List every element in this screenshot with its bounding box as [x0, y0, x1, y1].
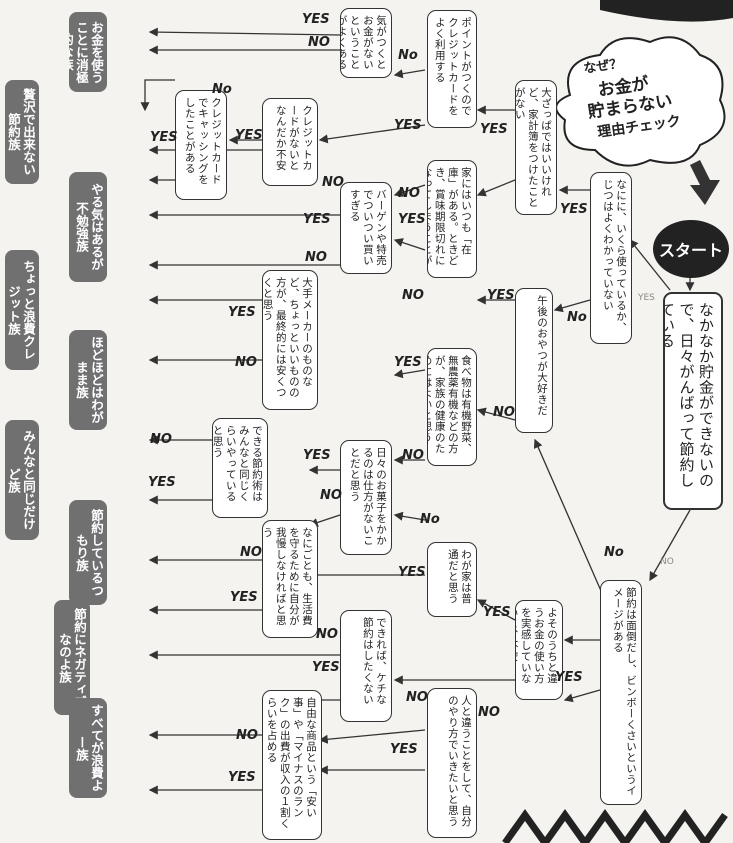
- result-card-6: みんなと同じだけど族: [5, 420, 39, 540]
- label-yes: YES: [148, 475, 176, 490]
- result-card-1: お金を使うことに消極的な族: [69, 12, 107, 92]
- label-yes: YES: [483, 605, 511, 620]
- label-yes: YES: [398, 565, 426, 580]
- label-no: No: [212, 82, 232, 97]
- question-fridge: 家にはいつも「在庫」がある。ときどき、賞味期限切れになってしまうことがある: [427, 160, 477, 278]
- label-yes: YES: [228, 770, 256, 785]
- question-compare: よそのうちと違うお金の使い方を実感していないと、不安: [515, 600, 563, 700]
- label-yes: YES: [480, 122, 508, 137]
- label-yes: YES: [303, 212, 331, 227]
- label-no: No: [604, 545, 624, 560]
- label-yes: YES: [560, 202, 588, 217]
- question-ok: わが家は普通だと思う: [427, 542, 477, 617]
- result-card-8: 節約にネガティブなのよ族: [54, 600, 90, 715]
- question-maker: 大手メーカーのものなど、ちょっといいものの方が、最終的には安くつくと思う: [262, 270, 318, 410]
- label-yes: YES: [390, 742, 418, 757]
- question-same: できる節約術はみんなと同じくらいやっていると思う: [212, 418, 268, 518]
- label-yes: YES: [394, 118, 422, 133]
- label-no: NO: [398, 186, 420, 201]
- result-card-3: やる気はあるが不勉強族: [69, 172, 107, 282]
- label-yes: YES: [228, 305, 256, 320]
- label-no-small: NO: [660, 557, 674, 567]
- question-card-caching: クレジットカードでキャッシングをしたことがある: [175, 90, 227, 200]
- label-no: NO: [402, 448, 424, 463]
- label-no: No: [420, 512, 440, 527]
- result-card-4: ちょっと浪費クレジット族: [5, 250, 39, 370]
- label-yes: YES: [555, 670, 583, 685]
- label-no: No: [567, 310, 587, 325]
- question-where-money: なにに、いくら使っているか、じつはよくわかっていない: [590, 172, 632, 344]
- question-snacks: 午後のおやつが大好きだ: [515, 288, 553, 433]
- result-card-7: 節約しているつもり族: [69, 500, 107, 605]
- label-yes: YES: [230, 590, 258, 605]
- question-setsuyaku: 節約は面倒だし、ビンボーくさいというイメージがある: [600, 580, 642, 805]
- label-no: NO: [478, 705, 500, 720]
- question-household-book: 大ざっぱではいいけれど、家計簿をつけたことがない: [515, 80, 557, 215]
- label-yes: YES: [394, 355, 422, 370]
- label-no: No: [398, 48, 418, 63]
- label-no: NO: [406, 690, 428, 705]
- label-yes-small: YES: [638, 293, 655, 303]
- label-yes: YES: [302, 12, 330, 27]
- label-no: NO: [305, 250, 327, 265]
- label-no: NO: [316, 627, 338, 642]
- result-card-9: すべてが浪費よー族: [69, 698, 107, 798]
- question-points: ポイントがつくのでクレジットカードをよく利用する: [427, 10, 477, 128]
- label-yes: YES: [398, 212, 426, 227]
- label-no: NO: [240, 545, 262, 560]
- question-fixed: なにごとも、生活費を守るために自分が我慢しなければと思う: [262, 520, 318, 638]
- question-others: 人と違うことをして、自分のやり方でいきたいと思う: [427, 688, 477, 838]
- label-no: NO: [320, 488, 342, 503]
- question-food: 食べ物は有機野菜、無農薬有機などの方が、家族の健康のためにはよいと思う: [427, 348, 477, 466]
- question-stingy: できれば、ケチな節約はしたくない: [340, 610, 392, 722]
- question-bargain: バーゲンや特売でついつい買いすぎる: [340, 182, 392, 274]
- question-card-spend: 気がつくとお金がないということがよくある: [340, 8, 392, 78]
- question-main: なかなか貯金ができないので、日々がんばって節約している: [663, 292, 723, 510]
- label-yes: YES: [487, 288, 515, 303]
- result-card-5: ほどほどはわがまま族: [69, 330, 107, 430]
- result-card-2: 贅沢で出来ない節約族: [5, 80, 39, 184]
- label-no: NO: [150, 432, 172, 447]
- label-no: NO: [402, 288, 424, 303]
- label-yes: YES: [150, 130, 178, 145]
- label-yes: YES: [312, 660, 340, 675]
- label-no: NO: [322, 175, 344, 190]
- label-yes: YES: [235, 128, 263, 143]
- label-no: NO: [235, 355, 257, 370]
- start-badge: スタート: [653, 220, 729, 278]
- question-special: 自由な商品という「安い事」や「マイナスのランク」の出費が収入の１割くらいを占める: [262, 690, 322, 840]
- label-no: NO: [308, 35, 330, 50]
- label-yes: YES: [303, 448, 331, 463]
- label-no: NO: [236, 728, 258, 743]
- question-card-anxious: クレジットカードがないとなんだか不安: [262, 98, 318, 186]
- label-no: NO: [493, 405, 515, 420]
- question-oyatsu: 日々のお菓子をかかるのは仕方がないことだと思う: [340, 440, 392, 555]
